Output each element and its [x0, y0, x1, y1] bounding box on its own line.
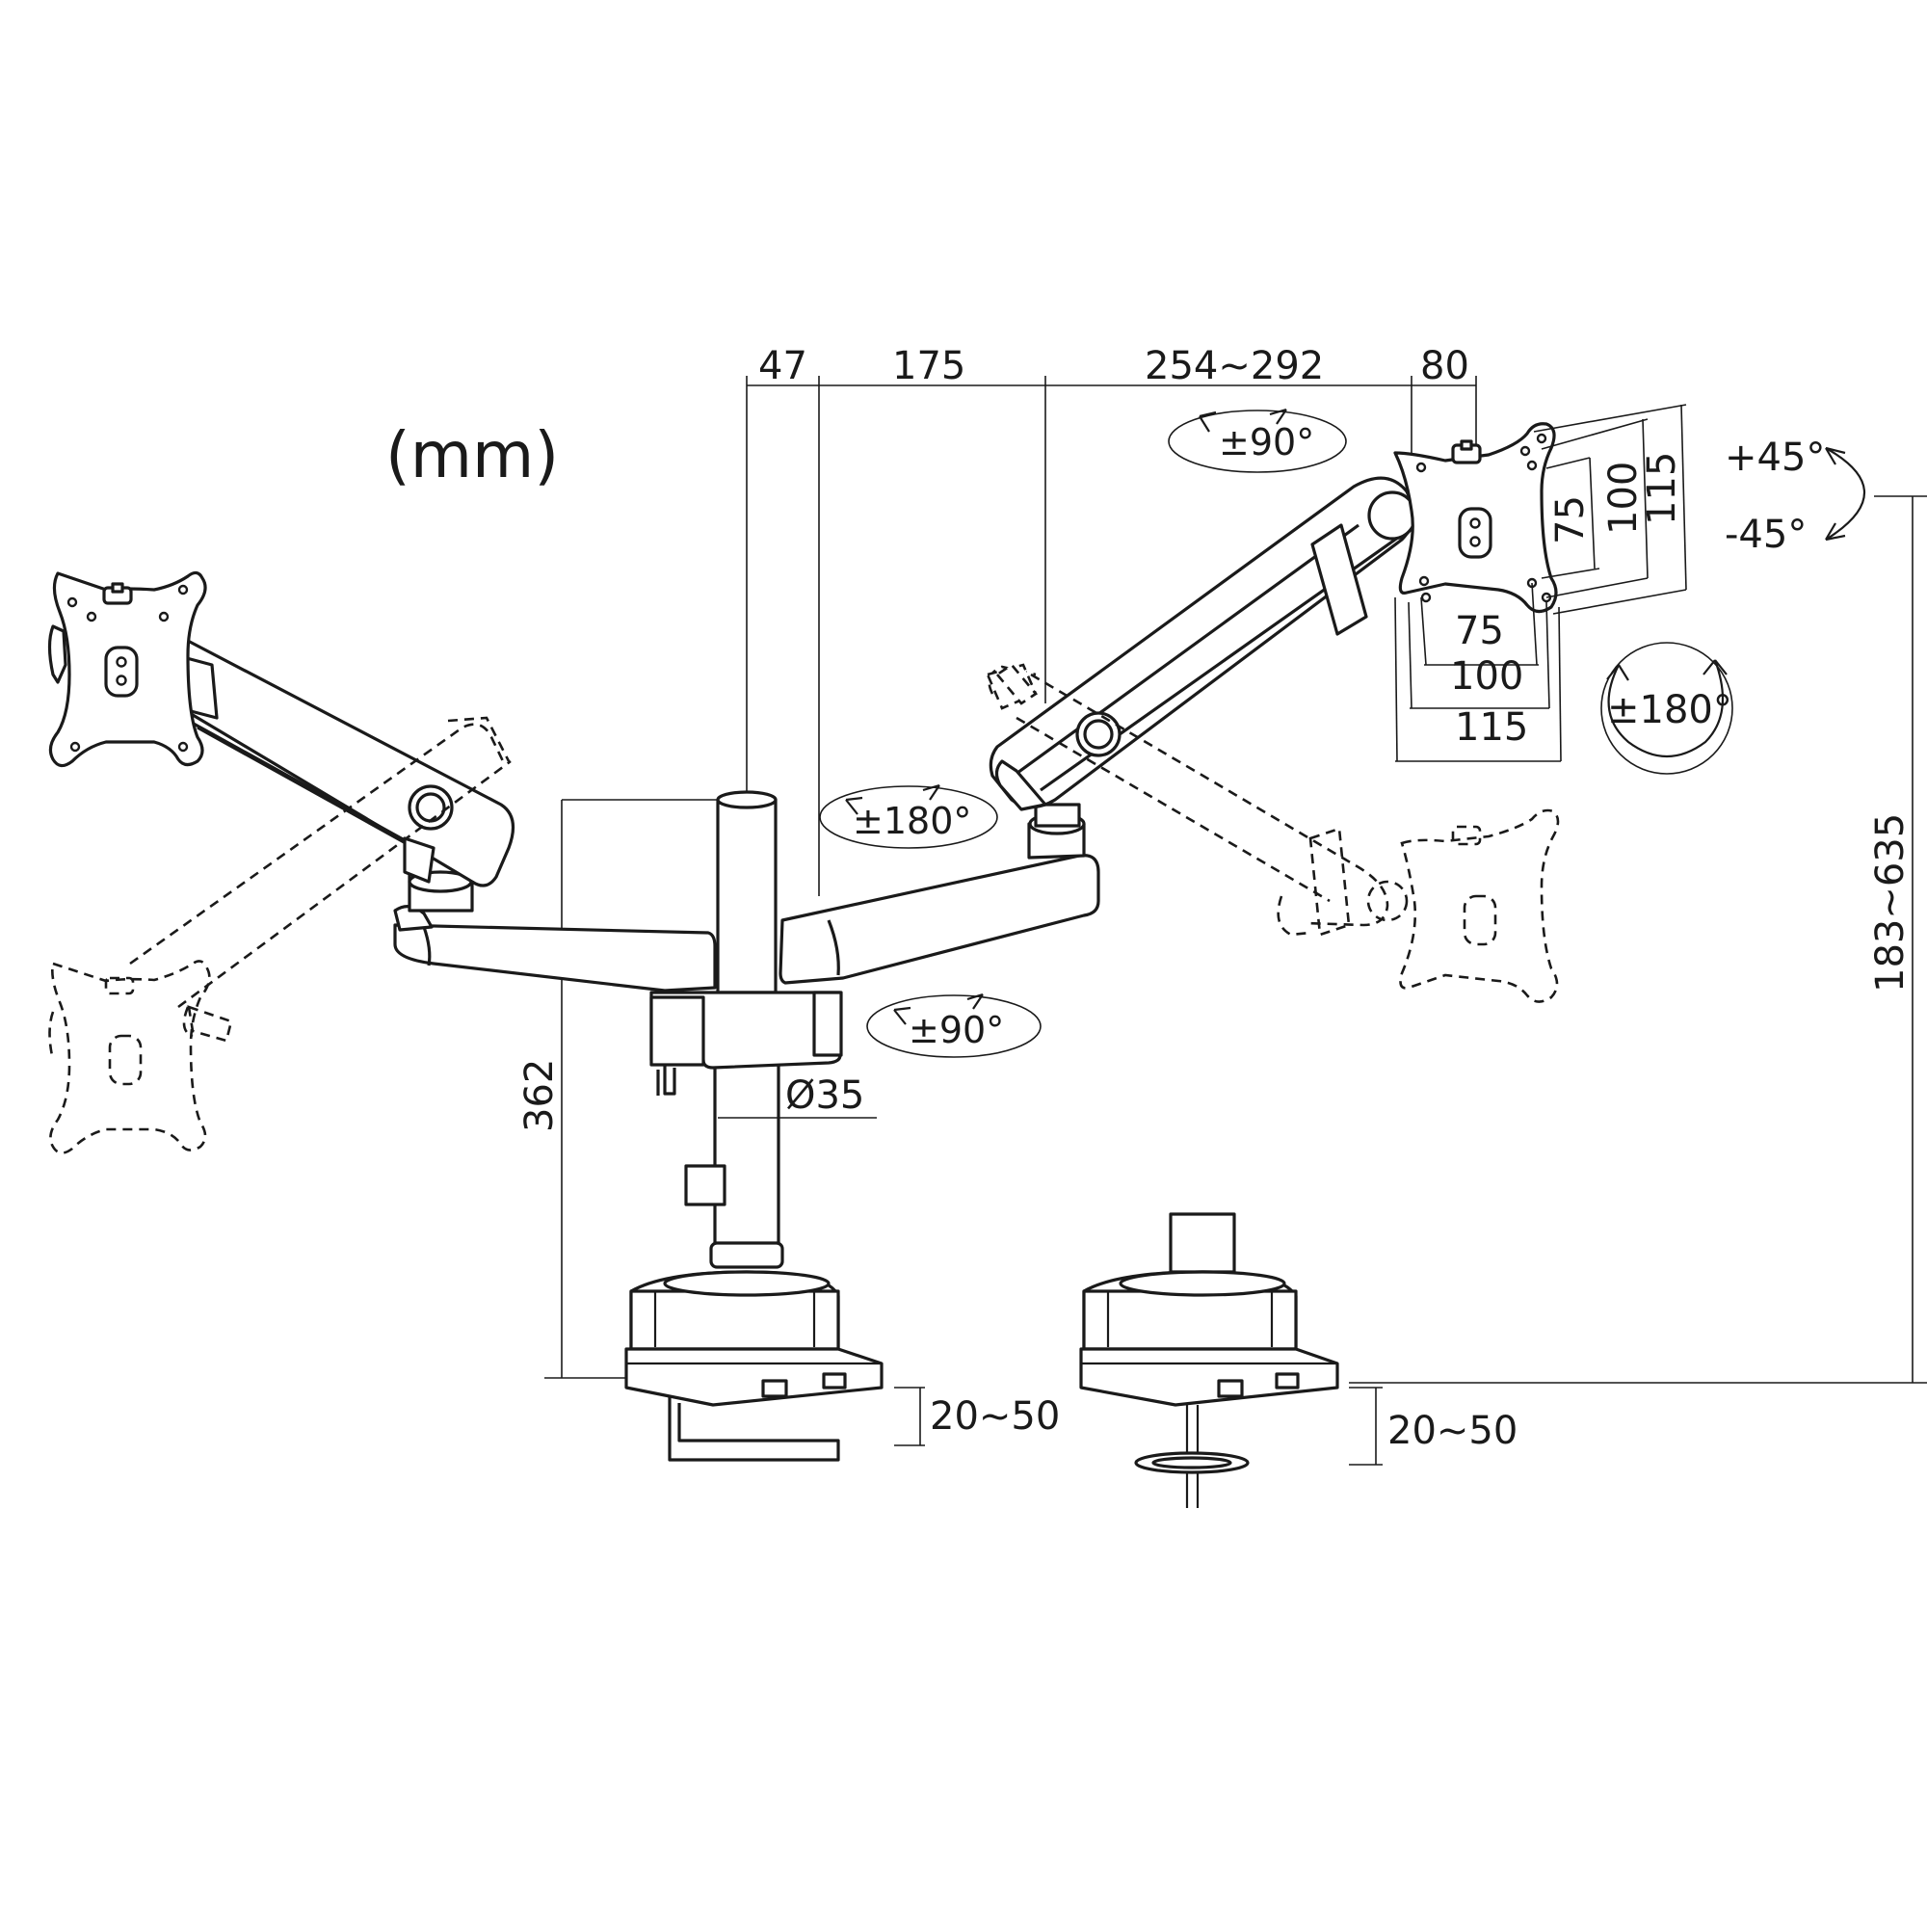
- dim-vesa-v-75: 75: [1548, 495, 1593, 544]
- dim-vesa-h-75: 75: [1455, 609, 1504, 653]
- right-grommet-base: 20~50: [1079, 1212, 1518, 1508]
- right-arm-alt-position: [986, 663, 1409, 937]
- left-vesa-plate-alt: [48, 960, 211, 1154]
- right-vesa-plate: [1393, 422, 1558, 614]
- tilt-down-label: -45°: [1725, 513, 1807, 557]
- rotation-swivel-mid: ±180°: [819, 783, 998, 849]
- right-gas-arm: [989, 476, 1417, 811]
- rotation-rotate: ±180°: [1600, 642, 1733, 775]
- center-pole: Ø35: [684, 790, 877, 1269]
- vesa-dimensions: 75 100 115 75 100 115: [1394, 404, 1687, 762]
- rotation-swivel-top: ±90°: [1168, 408, 1347, 473]
- dim-80: 80: [1420, 344, 1469, 388]
- dim-clamp-left: 20~50: [930, 1394, 1060, 1439]
- dim-254-292: 254~292: [1145, 344, 1324, 388]
- tilt-up-label: +45°: [1725, 436, 1825, 480]
- left-inner-arm: [393, 846, 717, 992]
- left-gas-arm: [161, 638, 515, 887]
- left-vesa-plate: [47, 570, 207, 768]
- swivel-top-label: ±90°: [1219, 421, 1314, 463]
- dim-175: 175: [892, 344, 965, 388]
- dim-vesa-v-115: 115: [1640, 452, 1684, 525]
- dim-47: 47: [758, 344, 807, 388]
- top-dimensions: 47 175 254~292 80: [746, 344, 1477, 896]
- unit-label: (mm): [385, 418, 559, 492]
- dim-pole-diameter: Ø35: [785, 1073, 864, 1118]
- right-inner-arm: [779, 803, 1100, 985]
- rotation-swivel-base: ±90°: [866, 992, 1042, 1058]
- swivel-mid-label: ±180°: [853, 800, 971, 842]
- max-height-dimension: 183~635: [1349, 495, 1927, 1384]
- dim-clamp-right: 20~50: [1387, 1409, 1518, 1453]
- pole-height-dimension: 362: [517, 799, 771, 1379]
- rotation-tilt: +45° -45°: [1725, 436, 1865, 557]
- rotate-label: ±180°: [1607, 688, 1732, 732]
- dim-vesa-h-100: 100: [1450, 654, 1523, 699]
- dim-vesa-h-115: 115: [1455, 705, 1528, 750]
- left-arm-alt-position: [129, 716, 512, 1043]
- dim-183-635: 183~635: [1868, 813, 1913, 992]
- right-vesa-plate-alt: [1399, 808, 1560, 1003]
- dim-362: 362: [517, 1059, 562, 1132]
- swivel-base-label: ±90°: [909, 1009, 1004, 1051]
- dim-vesa-v-100: 100: [1601, 462, 1646, 535]
- arm-hub-collar: [649, 991, 843, 1096]
- left-clamp-base: 20~50: [624, 1270, 1060, 1462]
